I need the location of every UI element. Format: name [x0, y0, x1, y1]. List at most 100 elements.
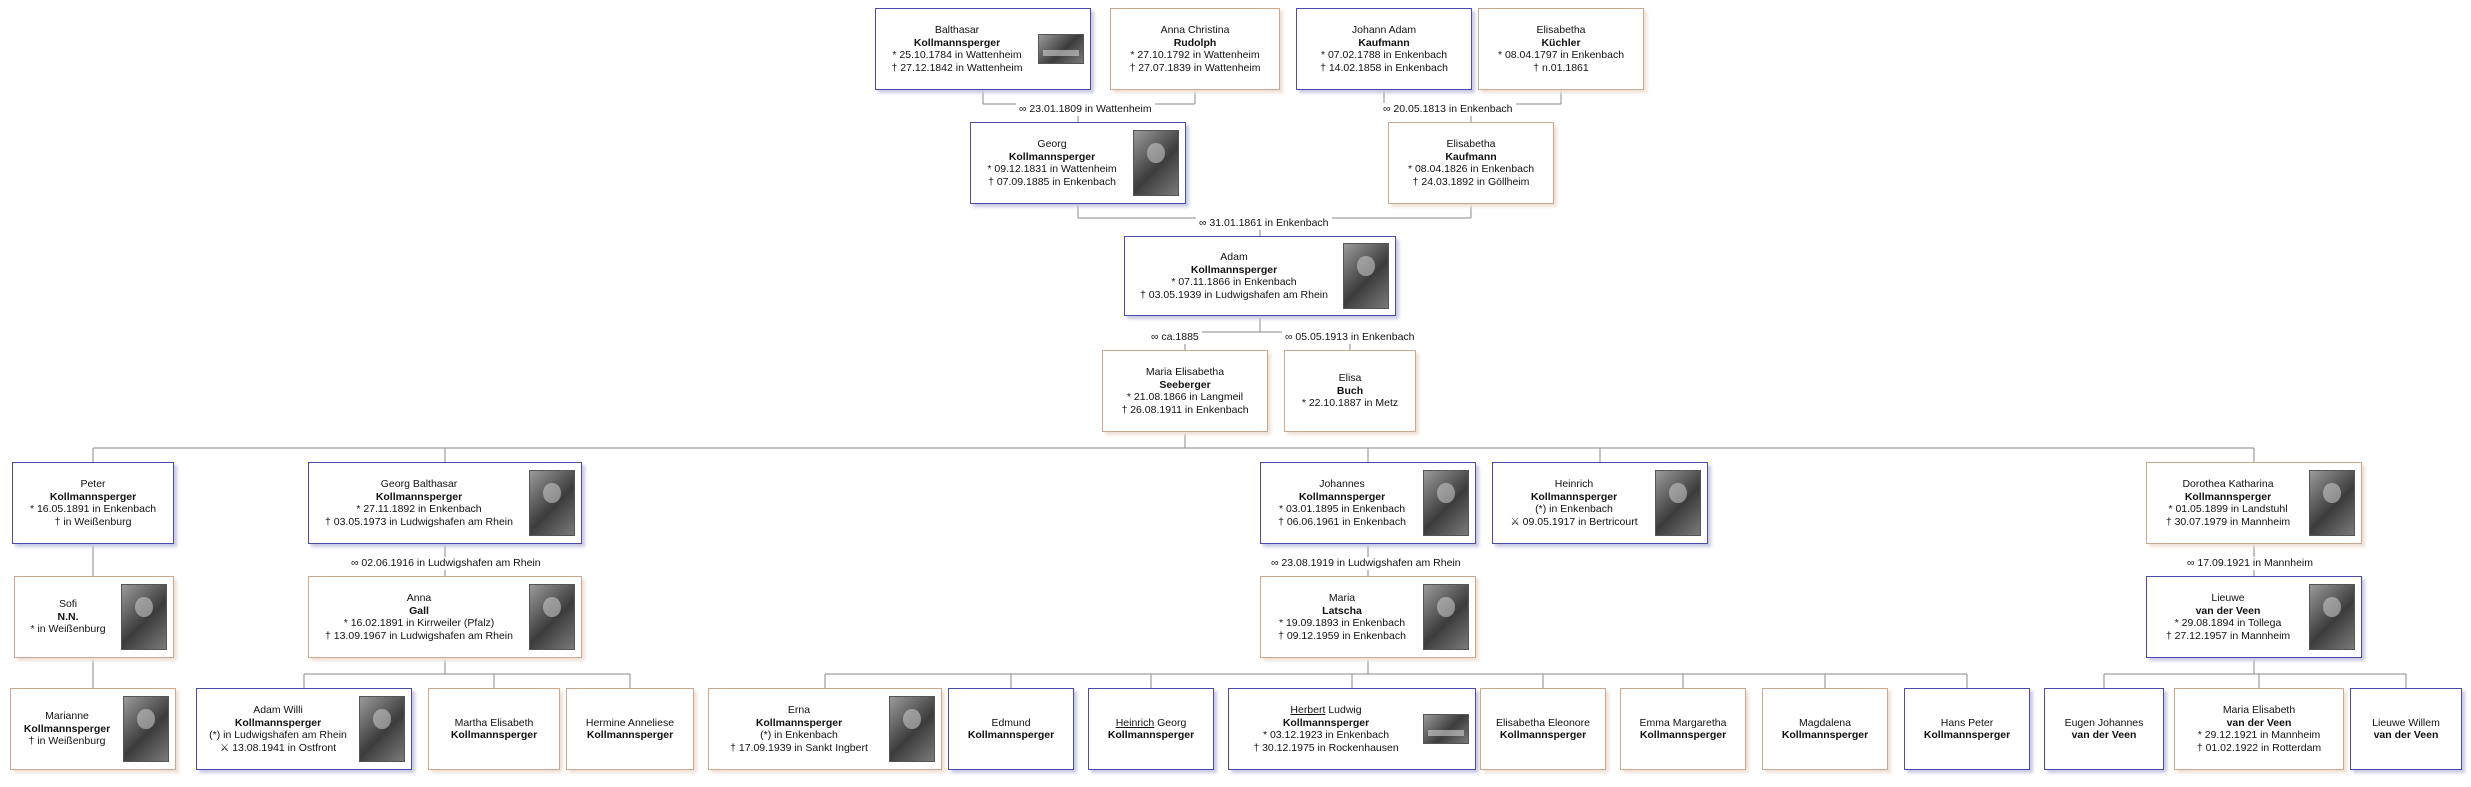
- given-name: Hans Peter: [1940, 716, 1994, 729]
- life-event: (*) in Ludwigshafen am Rhein: [209, 729, 347, 741]
- person-photo[interactable]: [529, 584, 575, 650]
- surname: Seeberger: [1159, 378, 1211, 391]
- surname: Kollmannsperger: [234, 716, 322, 729]
- person-photo[interactable]: [2309, 470, 2355, 536]
- person-photo[interactable]: [529, 470, 575, 536]
- given-name: Anna: [406, 592, 432, 604]
- given-name: Magdalena: [1799, 716, 1851, 729]
- surname: Kollmannsperger: [913, 36, 1001, 49]
- person-photo[interactable]: [1423, 714, 1469, 744]
- marriage-label: ∞ 02.06.1916 in Ludwigshafen am Rhein: [348, 557, 544, 570]
- life-event: † 17.09.1939 in Sankt Ingbert: [730, 741, 868, 754]
- surname: Kollmannsperger: [1639, 729, 1727, 741]
- life-event: * 09.12.1831 in Wattenheim: [987, 163, 1117, 175]
- person-photo[interactable]: [359, 696, 405, 762]
- person-photo[interactable]: [1423, 470, 1469, 536]
- given-name: Anna Christina: [1160, 24, 1230, 36]
- surname: Kollmannsperger: [1282, 716, 1370, 729]
- surname: Kaufmann: [1445, 150, 1497, 163]
- marriage-label: ∞ ca.1885: [1148, 331, 1202, 344]
- person-photo[interactable]: [1038, 34, 1084, 64]
- life-event: * in Weißenburg: [30, 623, 106, 636]
- given-name: Heinrich Georg: [1115, 716, 1187, 729]
- life-event: † in Weißenburg: [54, 515, 132, 528]
- marriage-label: ∞ 23.01.1809 in Wattenheim: [1016, 103, 1155, 116]
- given-name: Elisabetha: [1446, 138, 1496, 150]
- surname: Kollmannsperger: [49, 490, 137, 503]
- surname: Kollmannsperger: [375, 490, 463, 503]
- person-photo[interactable]: [1655, 470, 1701, 536]
- person-photo[interactable]: [1343, 243, 1389, 309]
- person-photo[interactable]: [121, 584, 167, 650]
- life-event: ⚔ 09.05.1917 in Bertricourt: [1510, 515, 1638, 528]
- surname: van der Veen: [2195, 604, 2261, 617]
- given-name: Erna: [787, 704, 811, 716]
- person-photo[interactable]: [889, 696, 935, 762]
- surname: Rudolph: [1173, 36, 1217, 49]
- surname: Gall: [409, 604, 429, 617]
- person-photo[interactable]: [2309, 584, 2355, 650]
- person-photo[interactable]: [123, 696, 169, 762]
- given-name: Hermine Anneliese: [585, 716, 675, 729]
- surname: Kollmannsperger: [967, 729, 1055, 741]
- surname: Kollmannsperger: [1107, 729, 1195, 741]
- surname: Kollmannsperger: [755, 716, 843, 729]
- given-name: Peter: [80, 478, 106, 490]
- life-event: * 21.08.1866 in Langmeil: [1126, 391, 1244, 403]
- person-photo[interactable]: [1423, 584, 1469, 650]
- life-event: ⚔ 13.08.1941 in Ostfront: [219, 741, 337, 754]
- marriage-label: ∞ 23.08.1919 in Ludwigshafen am Rhein: [1268, 557, 1464, 570]
- given-name: Adam Willi: [253, 704, 303, 716]
- life-event: * 08.04.1797 in Enkenbach: [1497, 49, 1625, 61]
- given-name: Edmund: [991, 716, 1031, 729]
- person-photo[interactable]: [1133, 130, 1179, 196]
- life-event: (*) in Enkenbach: [1535, 503, 1613, 515]
- life-event: * 16.05.1891 in Enkenbach: [29, 503, 157, 515]
